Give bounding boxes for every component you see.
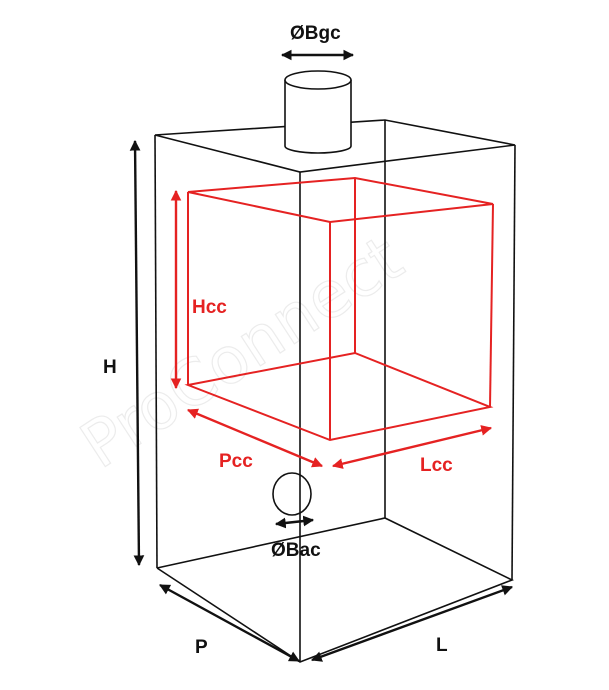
air-inlet-diameter-arrow xyxy=(274,515,315,529)
chamber-height-label: Hcc xyxy=(192,297,227,318)
housing-front-left-edge xyxy=(154,134,158,569)
watermark-text: ProConnect xyxy=(68,222,415,483)
depth-arrow xyxy=(159,583,300,663)
flue-collar-body xyxy=(284,80,352,154)
chamber-width-arrow xyxy=(331,425,493,469)
flue-collar-rim xyxy=(284,70,352,90)
chamber-depth-label: Pcc xyxy=(219,451,253,472)
chamber-edge-right xyxy=(489,203,494,408)
depth-label: P xyxy=(195,637,208,658)
chamber-width-label: Lcc xyxy=(420,455,453,476)
flue-collar xyxy=(284,70,352,154)
chamber-top-face xyxy=(187,176,494,224)
dimension-arrows-black xyxy=(129,49,514,663)
height-arrow xyxy=(129,139,145,567)
total-height-label: H xyxy=(103,357,117,378)
housing-front-right-edge xyxy=(511,144,516,581)
chamber-depth-arrow xyxy=(187,408,323,468)
air-inlet-diameter-label: ØBac xyxy=(271,540,321,561)
air-inlet-circle xyxy=(272,472,312,516)
housing-bottom-face xyxy=(156,517,514,663)
width-label: L xyxy=(436,635,448,656)
dimension-arrows-red xyxy=(170,189,493,469)
flue-diameter-label: ØBgc xyxy=(290,23,341,44)
width-arrow xyxy=(310,585,514,662)
